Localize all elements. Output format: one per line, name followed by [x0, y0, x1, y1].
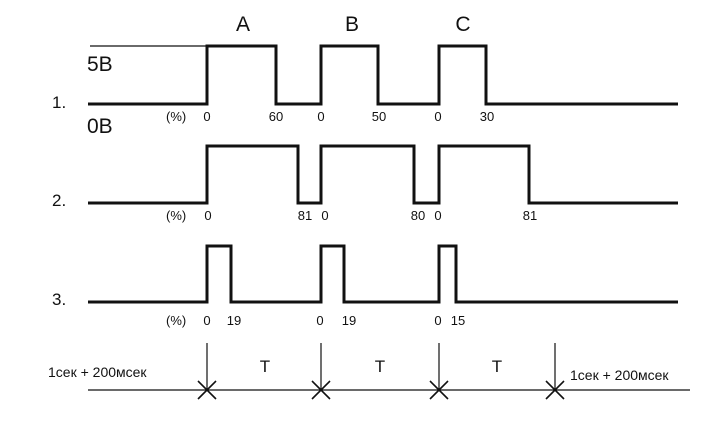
row-1-value-a-start: 0: [203, 109, 210, 124]
row-3-value-b-end: 19: [342, 313, 356, 328]
timeline-marker-3: [429, 380, 449, 400]
timeline-marker-2: [311, 380, 331, 400]
row-3-percent-label: (%): [166, 313, 186, 328]
channel-label-c: C: [455, 13, 470, 36]
row-3-label: 3.: [52, 290, 66, 309]
row-1-percent-label: (%): [166, 109, 186, 124]
row-2-value-b-end: 80: [411, 208, 425, 223]
timeline-marker-1: [197, 380, 217, 400]
row-2-value-b-start: 0: [321, 208, 328, 223]
low-level-label: 0В: [87, 115, 113, 138]
row-1-waveform: [88, 44, 678, 106]
period-label-3: T: [492, 357, 502, 376]
row-1-value-b-end: 50: [372, 109, 386, 124]
high-level-label: 5В: [87, 53, 113, 76]
row-1-value-b-start: 0: [317, 109, 324, 124]
timeline-right-label: 1сек + 200мсек: [570, 367, 669, 383]
row-1-label: 1.: [52, 93, 66, 112]
row-3-waveform: [88, 244, 678, 304]
period-label-1: T: [260, 357, 270, 376]
row-2-value-c-end: 81: [523, 208, 537, 223]
row-2-waveform: [88, 144, 678, 205]
row-2-label: 2.: [52, 191, 66, 210]
row-3-value-a-end: 19: [227, 313, 241, 328]
period-label-2: T: [375, 357, 385, 376]
row-2-value-c-start: 0: [434, 208, 441, 223]
row-2-value-a-start: 0: [204, 208, 211, 223]
row-3-value-c-end: 15: [451, 313, 465, 328]
timeline-marker-4: [545, 380, 565, 400]
row-2-percent-label: (%): [166, 208, 186, 223]
timeline-left-label: 1сек + 200мсек: [48, 364, 147, 380]
channel-label-b: B: [345, 13, 359, 36]
row-1-value-a-end: 60: [269, 109, 283, 124]
row-3-value-a-start: 0: [203, 313, 210, 328]
row-1-value-c-end: 30: [480, 109, 494, 124]
row-3-value-c-start: 0: [434, 313, 441, 328]
channel-label-a: A: [236, 13, 250, 36]
row-3-value-b-start: 0: [316, 313, 323, 328]
row-2-value-a-end: 81: [298, 208, 312, 223]
row-1-value-c-start: 0: [434, 109, 441, 124]
